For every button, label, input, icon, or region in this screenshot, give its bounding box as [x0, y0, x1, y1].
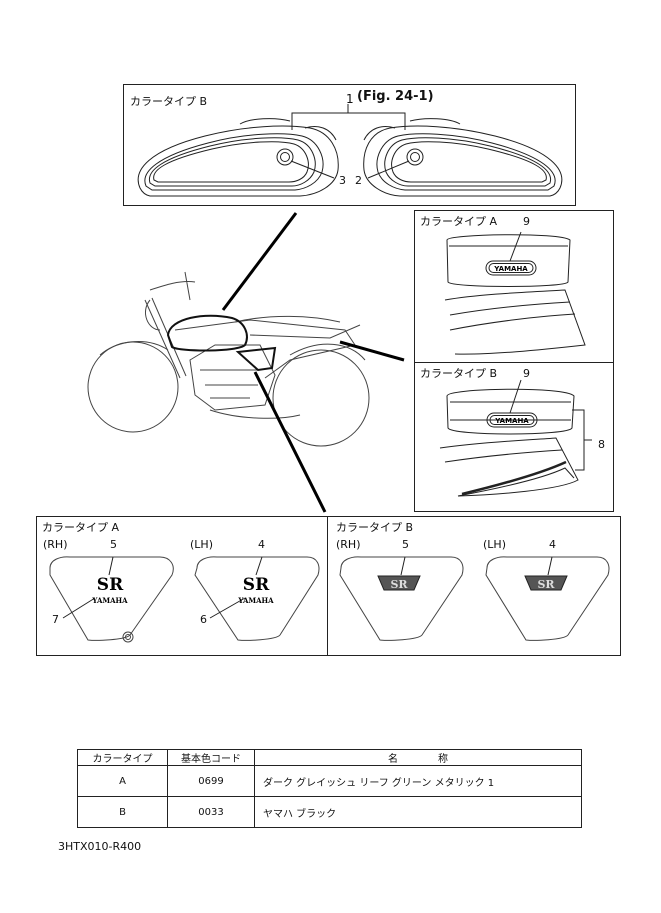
row-a-code: 0699 [167, 765, 255, 797]
callout-4-type-a: 4 [258, 538, 265, 551]
emblem-sr-rh-b: SR [390, 578, 408, 591]
row-b-code: 0033 [167, 796, 255, 828]
callout-7: 7 [52, 613, 59, 626]
tank-emblem-type-b-title: カラータイプ B [420, 367, 498, 380]
color-table-header-row: カラータイプ 基本色コード 名 称 [77, 749, 582, 766]
callout-5-type-a: 5 [110, 538, 117, 551]
row-b-type: B [77, 796, 168, 828]
emblem-yamaha-rh-a: YAMAHA [91, 596, 128, 605]
tank-emblem-type-a-title: カラータイプ A [420, 215, 498, 228]
lh-label-type-a: (LH) [190, 538, 213, 551]
figure-callout-number: 1 [346, 92, 354, 106]
callout-3: 3 [339, 174, 346, 187]
row-b-name: ヤマハ ブラック [254, 796, 582, 828]
row-a-type: A [77, 765, 168, 797]
side-cover-type-a-title: カラータイプ A [42, 521, 120, 534]
header-name: 名 称 [254, 749, 582, 766]
header-color-type: カラータイプ [77, 749, 168, 766]
tank-emblem-type-b-panel: カラータイプ B 9 8 [414, 362, 614, 512]
type-a-badge-text: YAMAHA [493, 265, 528, 273]
callout-8: 8 [598, 438, 605, 451]
callout-5-type-b: 5 [402, 538, 409, 551]
emblem-sr-lh-b: SR [537, 578, 555, 591]
type-b-badge-text: YAMAHA [494, 417, 529, 425]
figure-reference: (Fig. 24-1) [357, 89, 434, 104]
emblem-sr-lh-a: SR [243, 575, 270, 595]
callout-4-type-b: 4 [549, 538, 556, 551]
callout-2: 2 [355, 174, 362, 187]
callout-9-type-b: 9 [523, 367, 530, 380]
fuel-tank-panel-title: カラータイプ B [130, 95, 208, 108]
table-row: A 0699 ダーク グレイッシュ リーフ グリーン メタリック 1 [77, 765, 582, 797]
header-base-color-code: 基本色コード [167, 749, 255, 766]
side-cover-type-b-title: カラータイプ B [336, 521, 414, 534]
diagram-code: 3HTX010-R400 [58, 840, 142, 853]
table-row: B 0033 ヤマハ ブラック [77, 796, 582, 828]
emblem-sr-rh-a: SR [97, 575, 124, 595]
callout-6: 6 [200, 613, 207, 626]
row-a-name: ダーク グレイッシュ リーフ グリーン メタリック 1 [254, 765, 582, 797]
color-table: カラータイプ 基本色コード 名 称 A 0699 ダーク グレイッシュ リーフ … [77, 749, 582, 828]
lh-label-type-b: (LH) [483, 538, 506, 551]
rh-label-type-b: (RH) [336, 538, 361, 551]
side-cover-type-a-panel: カラータイプ A (RH) (LH) 5 4 7 6 [36, 516, 328, 656]
emblem-yamaha-lh-a: YAMAHA [237, 596, 274, 605]
callout-9-type-a: 9 [523, 215, 530, 228]
rh-label-type-a: (RH) [43, 538, 68, 551]
